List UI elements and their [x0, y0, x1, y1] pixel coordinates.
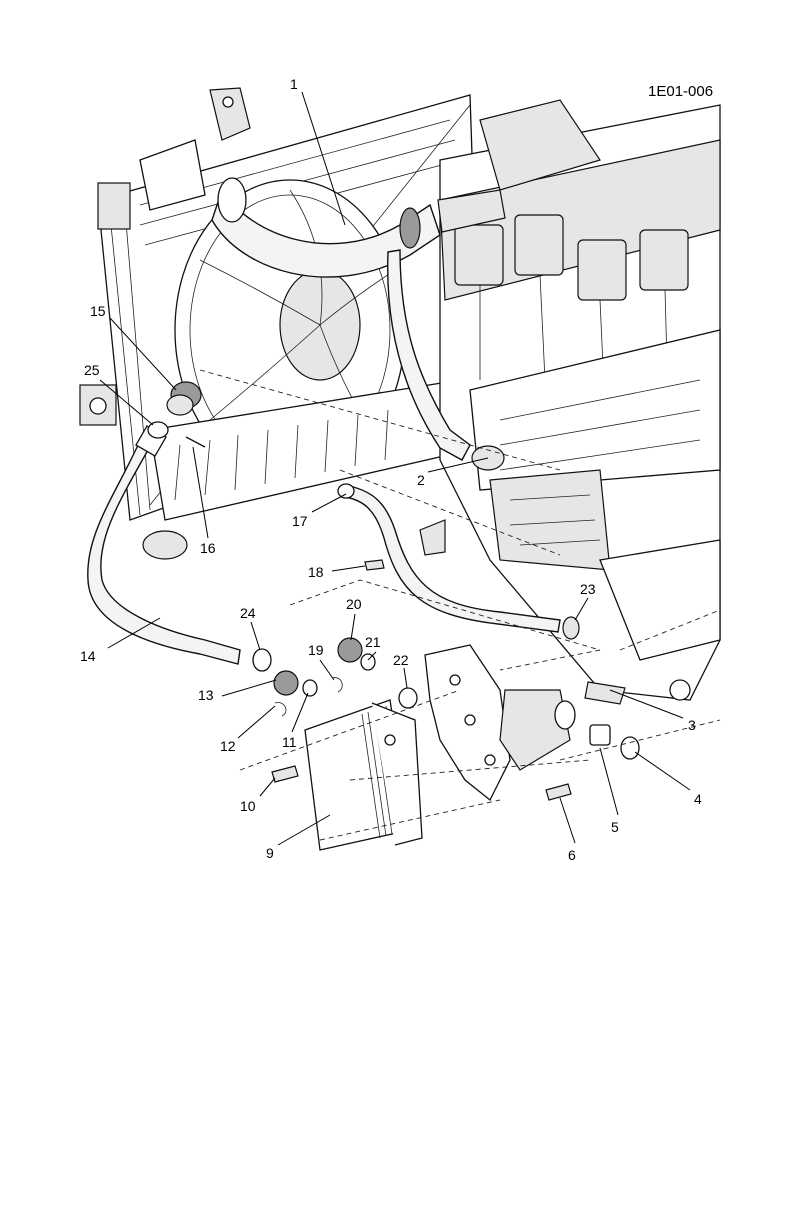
- callout-label: 17: [292, 513, 308, 529]
- callout-label: 25: [84, 362, 100, 378]
- callout-label: 1: [290, 76, 298, 92]
- callout-label: 6: [568, 847, 576, 863]
- callout-label: 10: [240, 798, 256, 814]
- figure-id: 1E01-006: [648, 83, 713, 100]
- callout-label: 5: [611, 819, 619, 835]
- callout-label: 3: [688, 717, 696, 733]
- callout-label: 4: [694, 791, 702, 807]
- callout-label: 19: [308, 642, 324, 658]
- callout-label: 13: [198, 687, 214, 703]
- callout-label: 20: [346, 596, 362, 612]
- callout-label: 15: [90, 303, 106, 319]
- callout-label: 16: [200, 540, 216, 556]
- callout-label: 21: [365, 634, 381, 650]
- callout-label: 23: [580, 581, 596, 597]
- callout-label: 12: [220, 738, 236, 754]
- callout-label: 14: [80, 648, 96, 664]
- callout-label: 24: [240, 605, 256, 621]
- callout-label: 9: [266, 845, 274, 861]
- callout-label: 2: [417, 472, 425, 488]
- callout-label: 22: [393, 652, 409, 668]
- oil-cooler: [305, 700, 422, 850]
- callout-label: 11: [282, 734, 297, 750]
- callout-label: 18: [308, 564, 324, 580]
